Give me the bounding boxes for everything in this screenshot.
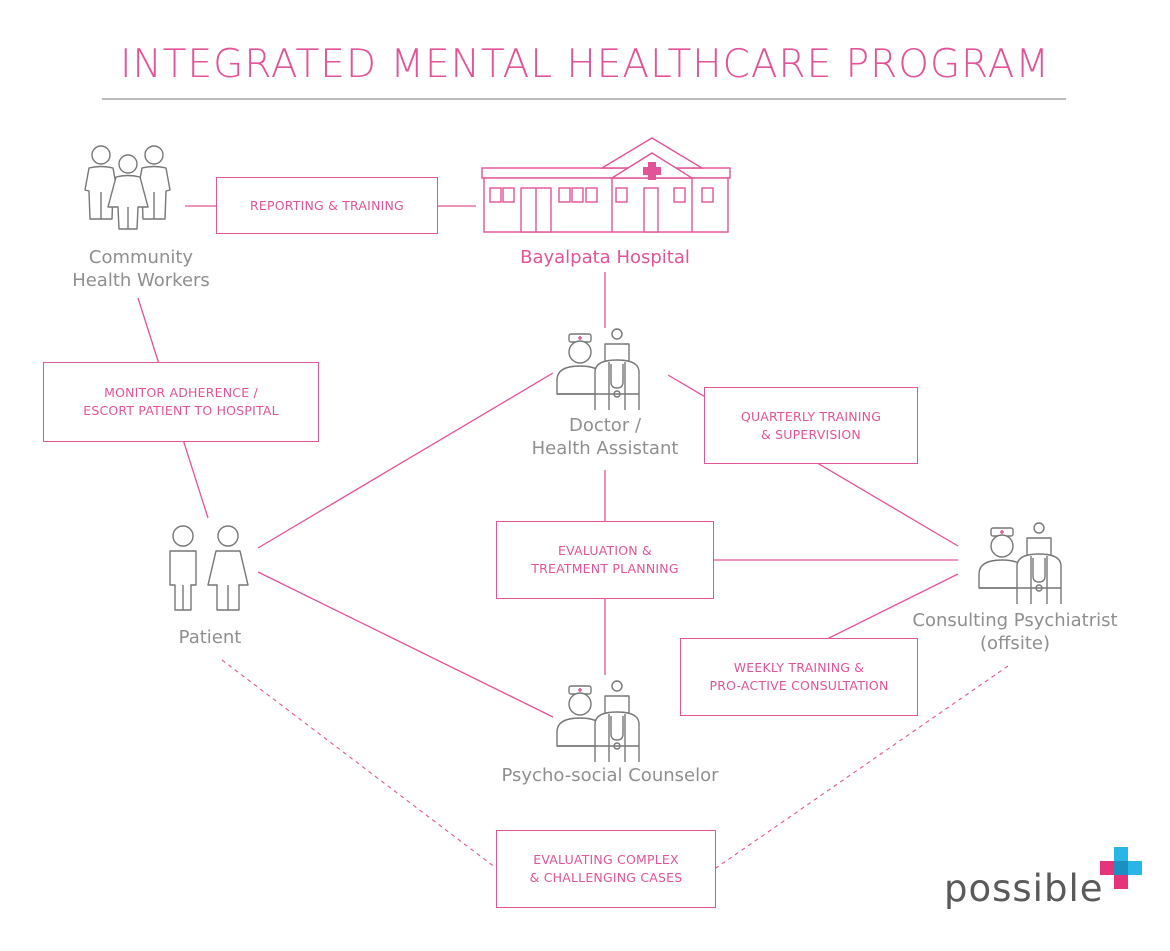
edge-box-monitor: MONITOR ADHERENCE / ESCORT PATIENT TO HO… [43, 362, 319, 442]
edge-label-monitor: MONITOR ADHERENCE / ESCORT PATIENT TO HO… [83, 385, 279, 418]
edge-label-complex: EVALUATING COMPLEX & CHALLENGING CASES [529, 852, 683, 885]
dashed-psychiatrist-cases [715, 665, 1009, 869]
edge-box-complex: EVALUATING COMPLEX & CHALLENGING CASES [496, 830, 716, 908]
edge-label-quarterly: QUARTERLY TRAINING & SUPERVISION [740, 408, 882, 442]
page-title: INTEGRATED MENTAL HEALTHCARE PROGRAM [119, 42, 1051, 87]
patient-couple-icon [169, 525, 249, 611]
logo-mark-icon [1100, 847, 1142, 889]
psychiatrist-icon [978, 522, 1062, 605]
edge-box-evaluation: EVALUATION & TREATMENT PLANNING [496, 521, 714, 599]
node-label-community: Community Health Workers [72, 247, 210, 291]
connector-patient-doctor [257, 372, 554, 549]
logo-wordmark: possible [944, 867, 1104, 910]
connector-patient-counselor [257, 571, 554, 718]
node-label-doctor: Doctor / Health Assistant [531, 415, 679, 459]
counselor-icon [556, 680, 640, 763]
edge-label-reporting: REPORTING & TRAINING [250, 197, 404, 213]
edge-box-weekly: WEEKLY TRAINING & PRO-ACTIVE CONSULTATIO… [680, 638, 918, 716]
dashed-connectors [221, 659, 1009, 869]
doctor-icon [556, 328, 640, 411]
dashed-patient-cases [221, 659, 497, 869]
node-label-hospital: Bayalpata Hospital [520, 247, 690, 268]
edge-label-weekly: WEEKLY TRAINING & PRO-ACTIVE CONSULTATIO… [709, 660, 889, 693]
node-label-psychiatrist: Consulting Psychiatrist (offsite) [912, 610, 1118, 654]
hospital-building-icon [481, 137, 731, 233]
edge-box-reporting: REPORTING & TRAINING [216, 177, 438, 234]
community-workers-icon [84, 145, 171, 230]
edge-box-quarterly: QUARTERLY TRAINING & SUPERVISION [704, 387, 918, 464]
node-label-counselor: Psycho-social Counselor [501, 765, 719, 786]
node-label-patient: Patient [178, 627, 242, 648]
edge-label-evaluation: EVALUATION & TREATMENT PLANNING [531, 543, 679, 576]
